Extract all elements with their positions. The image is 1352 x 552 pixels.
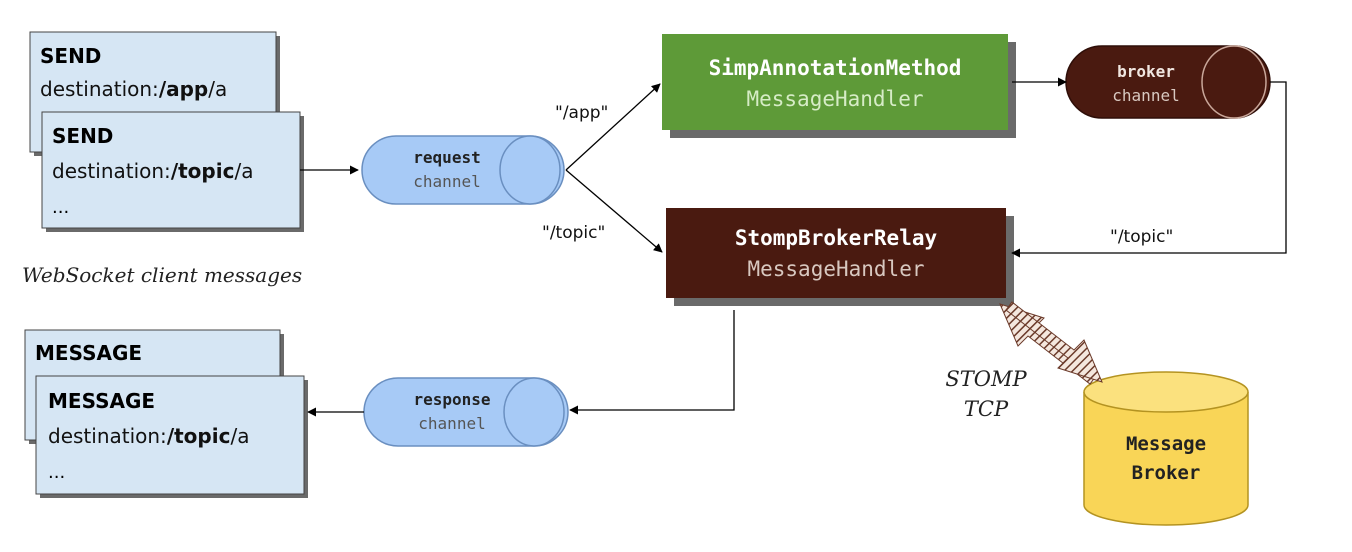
send-message-card-back: SEND destination:/app/a <box>29 31 280 156</box>
outgoing-message-card-front: MESSAGE destination:/topic/a ... <box>35 375 308 498</box>
relay-handler-title: StompBrokerRelay <box>735 226 938 250</box>
websocket-caption: WebSocket client messages <box>22 263 302 287</box>
destination-tail: /a <box>208 77 227 101</box>
simp-annotation-handler: SimpAnnotationMethod MessageHandler <box>662 34 1016 138</box>
response-channel-title: response <box>413 390 490 409</box>
ellipsis: ... <box>52 197 69 218</box>
topic-route-label: "/topic" <box>542 223 605 243</box>
destination-path: /topic <box>171 159 235 183</box>
response-channel: response channel <box>363 377 569 447</box>
arrow-topic-route <box>565 169 663 253</box>
destination-label: destination: <box>52 159 171 183</box>
broker-channel: broker channel <box>1065 45 1271 119</box>
message-command: MESSAGE <box>48 389 155 413</box>
destination-tail: /a <box>234 159 253 183</box>
destination-tail: /a <box>230 424 249 448</box>
simp-handler-title: SimpAnnotationMethod <box>709 56 962 80</box>
app-route-label: "/app" <box>555 103 608 123</box>
message-command: MESSAGE <box>35 341 142 365</box>
message-broker-database: Message Broker <box>1083 371 1249 526</box>
stomp-broker-relay-handler: StompBrokerRelay MessageHandler <box>666 208 1014 306</box>
svg-text:destination:/app/a: destination:/app/a <box>40 77 227 101</box>
response-channel-subtitle: channel <box>418 414 485 433</box>
outgoing-message-stack: MESSAGE MESSAGE destination:/topic/a ... <box>24 329 308 498</box>
svg-text:destination:/topic/a: destination:/topic/a <box>52 159 253 183</box>
svg-text:destination:/topic/a: destination:/topic/a <box>48 424 249 448</box>
simp-handler-subtitle: MessageHandler <box>746 87 923 111</box>
send-message-card-front: SEND destination:/topic/a ... <box>41 111 304 232</box>
destination-label: destination: <box>40 77 159 101</box>
ellipsis: ... <box>48 462 65 483</box>
stomp-tcp-connection <box>999 301 1103 385</box>
arrow-topic-return <box>1011 81 1287 258</box>
send-command: SEND <box>40 44 101 68</box>
incoming-message-stack: SEND destination:/app/a SEND destination… <box>29 31 304 232</box>
arrow-app-route <box>565 83 661 171</box>
request-channel-subtitle: channel <box>413 172 480 191</box>
destination-label: destination: <box>48 424 167 448</box>
destination-path: /app <box>159 77 208 101</box>
request-channel-title: request <box>413 148 480 167</box>
tcp-label: TCP <box>964 397 1009 421</box>
broker-channel-title: broker <box>1117 62 1175 81</box>
arrow-to-response-channel <box>569 310 735 415</box>
broker-channel-subtitle: channel <box>1112 86 1179 105</box>
request-channel: request channel <box>361 135 565 205</box>
send-command: SEND <box>52 124 113 148</box>
message-broker-line1: Message <box>1126 433 1206 455</box>
topic-return-label: "/topic" <box>1110 227 1173 247</box>
stomp-label: STOMP <box>945 367 1027 391</box>
message-broker-line2: Broker <box>1132 462 1201 484</box>
relay-handler-subtitle: MessageHandler <box>747 257 924 281</box>
destination-path: /topic <box>167 424 231 448</box>
